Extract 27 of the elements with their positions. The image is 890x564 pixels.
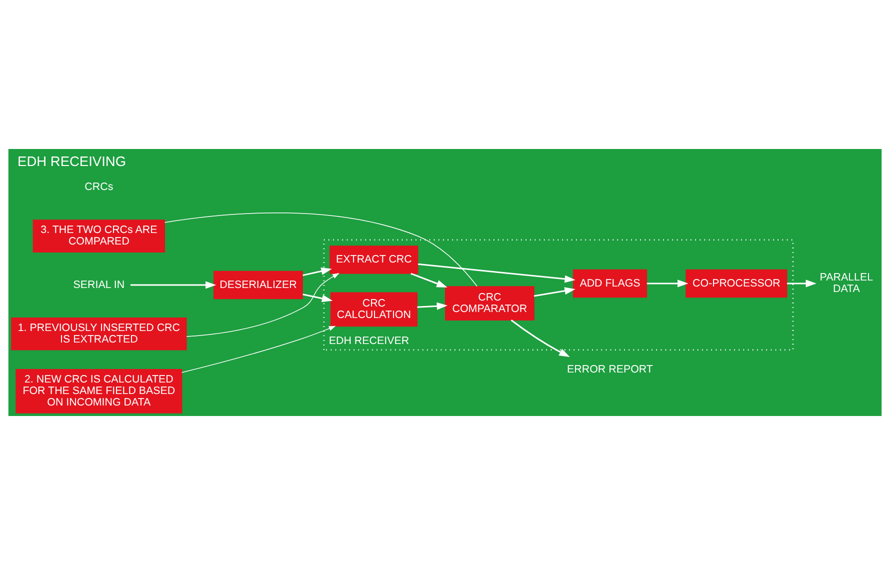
node-text: ERROR REPORT — [567, 363, 653, 376]
node-box: EXTRACT CRC — [330, 245, 418, 274]
arrow — [410, 272, 448, 287]
node-box: DESERIALIZER — [214, 270, 303, 299]
connector — [164, 212, 478, 286]
arrow — [787, 279, 816, 287]
node-text: SERIAL IN — [73, 278, 125, 290]
arrow — [534, 286, 576, 296]
node-box: 2. NEW CRC IS CALCULATED FOR THE SAME FIELD BASED ON INCOMING DATA — [16, 368, 182, 413]
node-box: ADD FLAGS — [572, 268, 648, 298]
node-box: CO-PROCESSOR — [686, 268, 788, 298]
node-box: CRC CALCULATION — [330, 292, 418, 326]
arrow — [510, 319, 570, 357]
arrow — [646, 279, 688, 287]
arrow — [418, 262, 576, 282]
arrow — [302, 293, 333, 302]
node-box: 1. PREVIOUSLY INSERTED CRC IS EXTRACTED — [11, 316, 187, 350]
label: CRCs — [84, 180, 114, 193]
arrow — [417, 302, 448, 310]
arrow — [181, 325, 336, 372]
arrow — [186, 272, 340, 336]
arrow — [302, 267, 332, 276]
node-box: CRC COMPARATOR — [445, 286, 534, 320]
arrow — [130, 280, 216, 288]
diagram-title: EDH RECEIVING — [18, 154, 126, 169]
node-text: PARALLEL DATA — [820, 271, 874, 295]
node-box: 3. THE TWO CRCs ARE COMPARED — [32, 219, 166, 252]
